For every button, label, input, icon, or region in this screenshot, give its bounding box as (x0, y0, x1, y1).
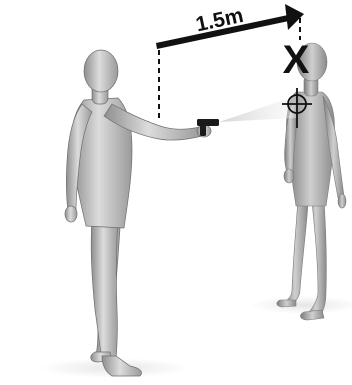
target-left-hand (284, 169, 294, 183)
target-x-mark: X (283, 38, 310, 82)
arrowhead-icon (285, 4, 304, 30)
operator-front-leg (91, 215, 118, 360)
spray-cone (219, 96, 296, 122)
target-left-leg (282, 198, 308, 304)
operator-head (84, 50, 118, 92)
floor-shadow-right (250, 296, 352, 314)
operator-figure (65, 50, 211, 376)
target-right-hand (338, 194, 346, 208)
operator-left-hand (65, 206, 77, 222)
target-left-foot (277, 300, 296, 307)
target-person-figure (277, 43, 346, 320)
